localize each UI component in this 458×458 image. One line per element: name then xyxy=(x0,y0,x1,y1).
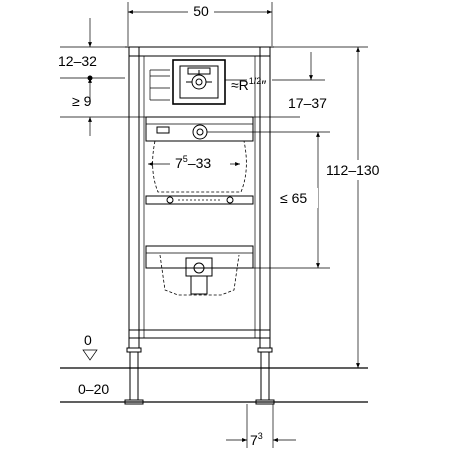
dim-fixing-spacing: 75–33 xyxy=(148,152,240,172)
dim-min-gap-label: ≥ 9 xyxy=(72,93,92,109)
urinal-outline xyxy=(152,140,247,296)
leg-depth-sup: 3 xyxy=(258,431,263,441)
fixing-spacing-suffix: –33 xyxy=(188,155,212,171)
dim-total-height-label: 112–130 xyxy=(326,162,380,178)
dim-outlet-height-label: ≤ 65 xyxy=(280,190,307,206)
dim-supply-offset: 17–37 xyxy=(272,52,327,111)
frame xyxy=(125,46,274,348)
supply-valve-box xyxy=(172,59,226,105)
thread-size: 1/2 xyxy=(249,76,262,86)
dim-supply-offset-label: 17–37 xyxy=(288,95,327,111)
frame-legs xyxy=(124,347,275,405)
floor-level-label: 0 xyxy=(84,332,92,348)
svg-text:75–33: 75–33 xyxy=(175,154,211,171)
dim-leg-adjust: 0–20 xyxy=(60,381,368,403)
svg-text:73: 73 xyxy=(250,431,263,448)
leg-depth-base: 7 xyxy=(250,432,258,448)
dim-leg-adjust-label: 0–20 xyxy=(78,381,109,397)
thread-suffix: ″ xyxy=(261,77,266,93)
dim-frame-width-label: 50 xyxy=(193,3,209,19)
fixing-spacing-sup: 5 xyxy=(183,154,188,164)
dim-total-height: 112–130 xyxy=(274,46,393,368)
svg-text:≈R1/2″: ≈R1/2″ xyxy=(231,76,266,93)
dim-outlet-height: ≤ 65 xyxy=(207,131,330,269)
outlet-bar xyxy=(145,245,254,295)
flush-crossbar xyxy=(145,116,254,142)
fixing-spacing-base: 7 xyxy=(175,155,183,171)
dim-frame-width: 50 xyxy=(127,2,273,46)
dim-inlet-height: 12–32 xyxy=(58,18,125,104)
dim-inlet-height-label: 12–32 xyxy=(58,53,97,69)
fixing-bar xyxy=(145,195,254,205)
dim-min-gap: ≥ 9 xyxy=(60,93,300,136)
supply-thread-callout: ≈R1/2″ xyxy=(225,76,266,93)
dim-leg-depth: 73 xyxy=(226,404,296,448)
level-triangle-icon xyxy=(82,349,98,361)
thread-prefix: ≈R xyxy=(231,77,249,93)
inlet-center-marker xyxy=(87,75,93,81)
floor-level-marker: 0 xyxy=(60,332,368,369)
